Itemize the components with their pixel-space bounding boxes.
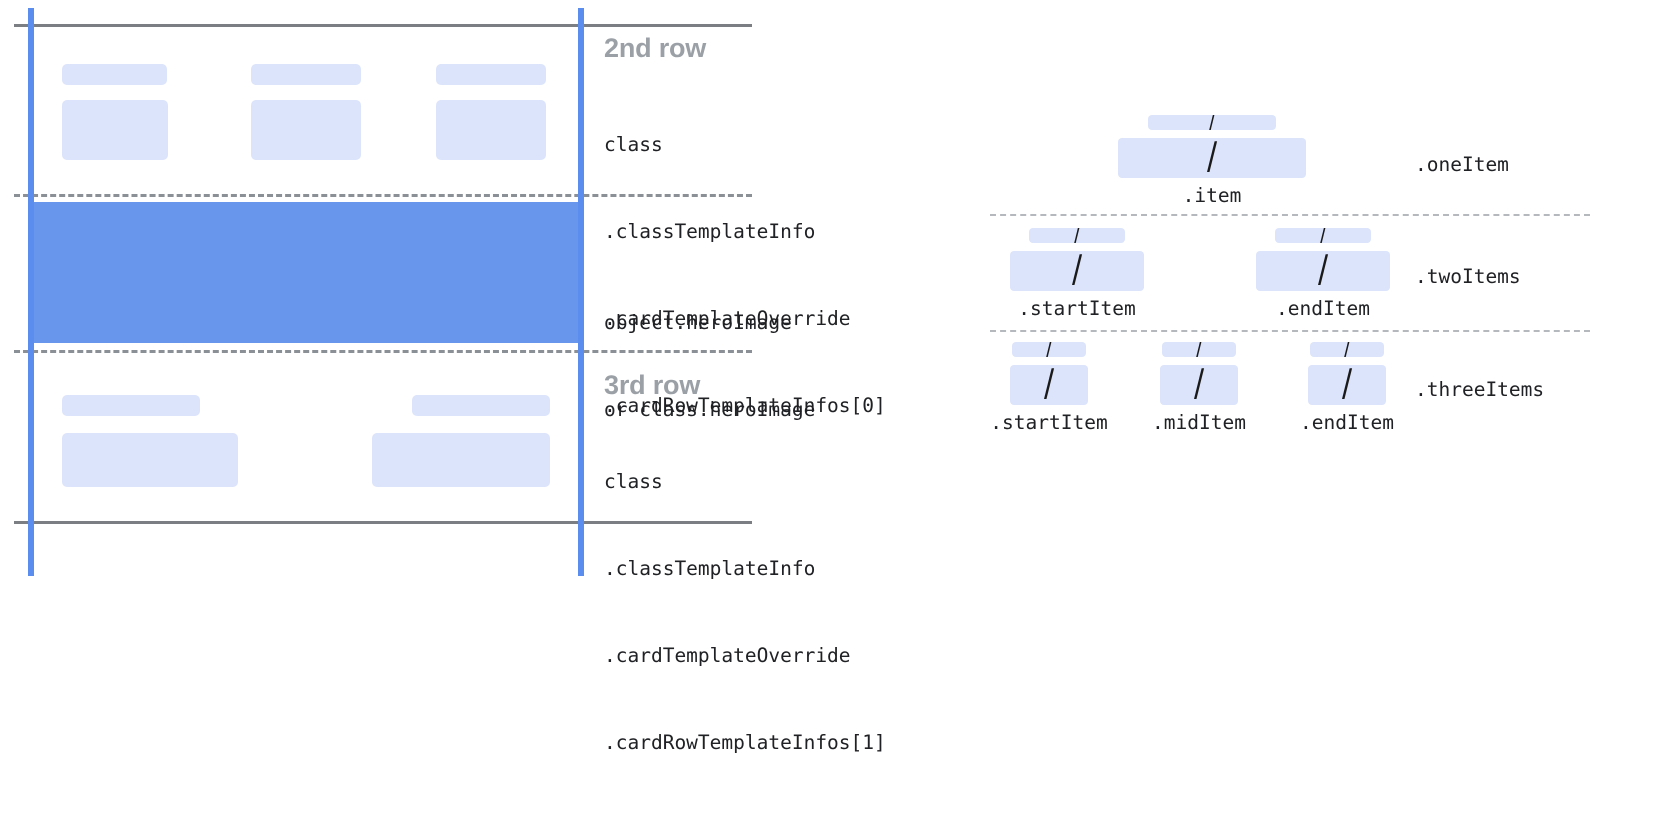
item-caption: .endItem <box>1300 411 1394 434</box>
slash-glyph: / <box>1341 365 1353 405</box>
item-label-bar: / <box>1029 228 1125 243</box>
code-line: .classTemplateInfo <box>604 220 816 243</box>
code-line: .cardTemplateOverride <box>604 644 851 667</box>
code-line: or class.heroImage <box>604 398 816 421</box>
row-separator-upper <box>14 194 752 197</box>
diagram-canvas: 2nd row class .classTemplateInfo .cardTe… <box>0 0 1676 754</box>
slash-glyph: / <box>1206 138 1218 178</box>
item-label-bar: / <box>1310 342 1384 357</box>
card-right-guide <box>578 8 584 576</box>
card-top-rule <box>14 24 752 27</box>
item-layouts-panel: / / .item .oneItem / / .startItem / / <box>960 0 1676 584</box>
slash-glyph: / <box>1193 365 1205 405</box>
placeholder-value-r2-c3 <box>436 100 546 160</box>
slash-glyph: / <box>1317 251 1329 291</box>
annotation-code-second-row: class .classTemplateInfo .cardTemplateOv… <box>604 72 886 478</box>
annotation-code-third-row: class .classTemplateInfo .cardTemplateOv… <box>604 409 886 815</box>
card-bottom-rule <box>14 521 752 524</box>
item-value-bar: / <box>1256 251 1390 291</box>
item-caption: .item <box>1182 184 1242 207</box>
slash-glyph: / <box>1071 251 1083 291</box>
annotation-heading-third-row: 3rd row <box>604 370 701 400</box>
code-line: .cardRowTemplateInfos[1] <box>604 731 886 754</box>
item-caption: .midItem <box>1152 411 1246 434</box>
placeholder-label-r3-c1 <box>62 395 200 416</box>
item-value-bar: / <box>1308 365 1386 405</box>
hero-image-band <box>31 202 582 343</box>
item-unit-two-items-end: / / .endItem <box>1256 228 1390 320</box>
code-line: object.heroImage <box>604 311 792 334</box>
item-value-bar: / <box>1010 365 1088 405</box>
card-template-panel <box>0 0 752 584</box>
card-left-guide <box>28 8 34 576</box>
item-value-bar: / <box>1118 138 1306 178</box>
item-unit-three-items-mid: / / .midItem <box>1152 342 1246 434</box>
item-caption: .startItem <box>990 411 1108 434</box>
item-unit-three-items-end: / / .endItem <box>1300 342 1394 434</box>
placeholder-label-r3-c2 <box>412 395 550 416</box>
annotation-code-hero-image: object.heroImage or class.heroImage <box>604 250 815 482</box>
row-separator-lower <box>14 350 752 353</box>
code-line: .classTemplateInfo <box>604 557 816 580</box>
slash-glyph: / <box>1073 228 1081 243</box>
item-layout-separator-1 <box>990 214 1590 216</box>
placeholder-label-r2-c3 <box>436 64 546 85</box>
item-layout-separator-2 <box>990 330 1590 332</box>
item-unit-one-item: / / .item <box>1118 115 1306 207</box>
slash-glyph: / <box>1043 365 1055 405</box>
item-caption: .endItem <box>1276 297 1370 320</box>
group-label-three-items: .threeItems <box>1415 378 1545 401</box>
placeholder-value-r3-c1 <box>62 433 238 487</box>
placeholder-value-r3-c2 <box>372 433 550 487</box>
placeholder-label-r2-c2 <box>251 64 361 85</box>
placeholder-value-r2-c1 <box>62 100 168 160</box>
placeholder-label-r2-c1 <box>62 64 167 85</box>
item-label-bar: / <box>1275 228 1371 243</box>
slash-glyph: / <box>1045 342 1053 357</box>
item-unit-three-items-start: / / .startItem <box>990 342 1108 434</box>
item-unit-two-items-start: / / .startItem <box>1010 228 1144 320</box>
code-line: class <box>604 470 663 493</box>
item-label-bar: / <box>1012 342 1086 357</box>
group-label-two-items: .twoItems <box>1415 265 1521 288</box>
item-label-bar: / <box>1162 342 1236 357</box>
slash-glyph: / <box>1319 228 1327 243</box>
slash-glyph: / <box>1343 342 1351 357</box>
group-label-one-item: .oneItem <box>1415 153 1509 176</box>
code-line: class <box>604 133 663 156</box>
slash-glyph: / <box>1195 342 1203 357</box>
code-line: .cardRowTemplateInfos[0] <box>604 394 886 417</box>
item-value-bar: / <box>1160 365 1238 405</box>
code-line: .cardTemplateOverride <box>604 307 851 330</box>
annotation-heading-second-row: 2nd row <box>604 33 707 63</box>
item-caption: .startItem <box>1018 297 1136 320</box>
item-value-bar: / <box>1010 251 1144 291</box>
slash-glyph: / <box>1208 115 1216 130</box>
item-label-bar: / <box>1148 115 1276 130</box>
placeholder-value-r2-c2 <box>251 100 361 160</box>
